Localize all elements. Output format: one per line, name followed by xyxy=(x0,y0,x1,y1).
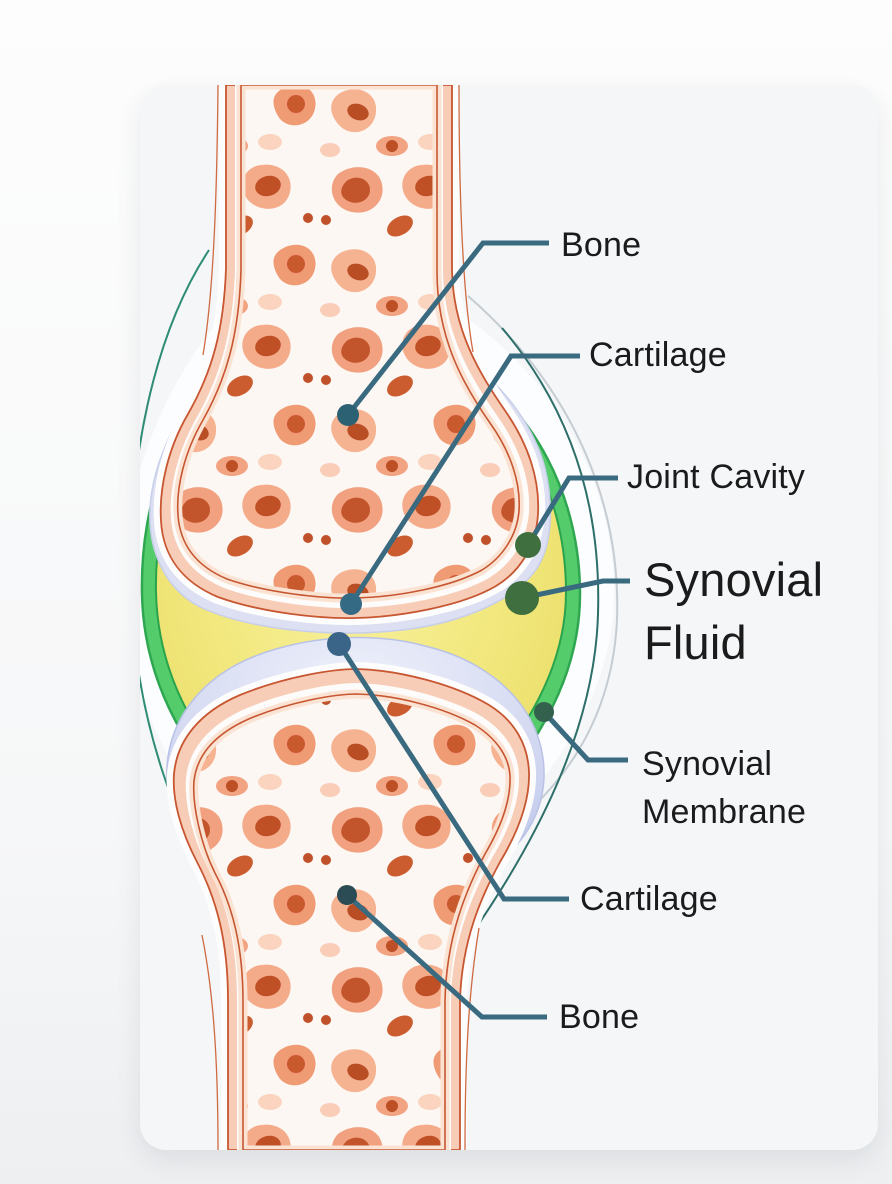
label-joint-cavity: Joint Cavity xyxy=(627,458,806,496)
label-cartilage-lower: Cartilage xyxy=(580,880,718,918)
label-bone-lower: Bone xyxy=(559,998,640,1036)
label-synovial-membrane: Synovial Membrane xyxy=(642,745,807,832)
label-cartilage-upper: Cartilage xyxy=(589,336,727,374)
label-synovial-fluid: Synovial Fluid xyxy=(644,553,824,669)
label-bone-upper: Bone xyxy=(561,226,642,264)
